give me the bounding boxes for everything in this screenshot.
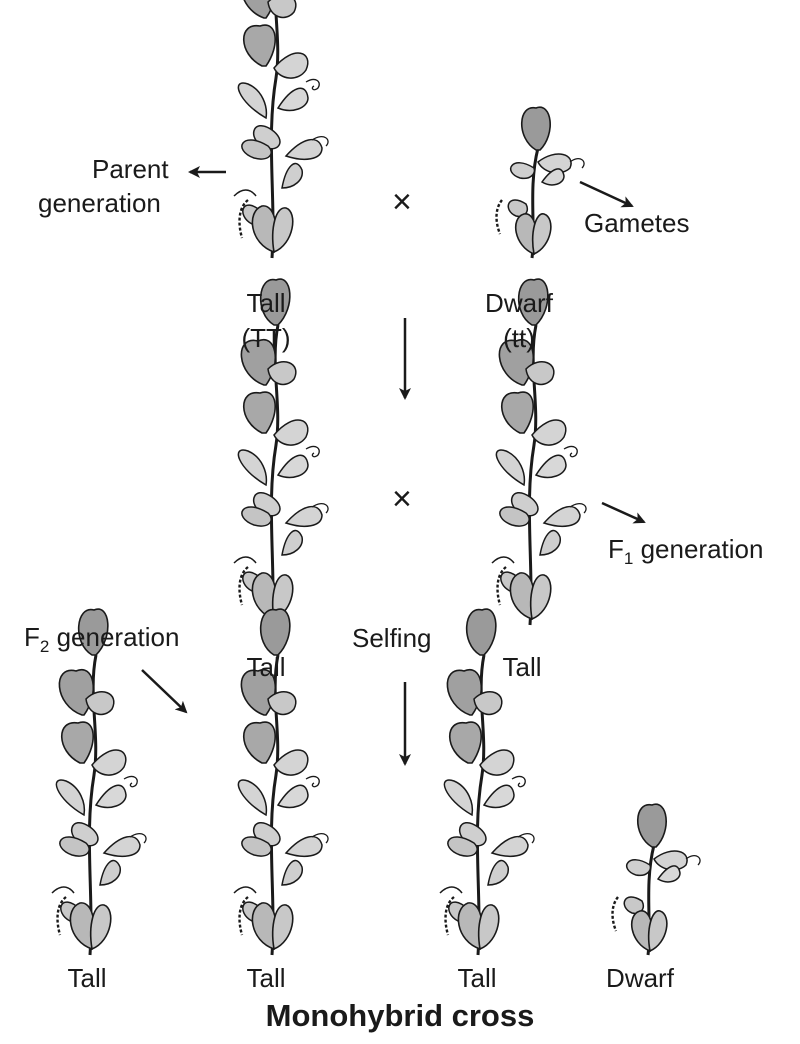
f1-plant-label-2: Tall [502,652,542,682]
parent-dwarf-phenotype: Dwarf [485,288,553,318]
selfing-label: Selfing [352,623,432,653]
f2-plant-label-4: Dwarf [606,963,674,993]
parent-tall-genotype: (TT) [241,323,291,353]
arrow-f2-generation [141,669,188,714]
plant-parent-dwarf [495,105,586,260]
arrow-f1-generation [601,501,646,524]
parent-generation-label-line2: generation [38,188,161,218]
f2-plant-label-3: Tall [457,963,497,993]
f2-generation-label: F2 generation [24,622,180,656]
cross-symbol-f1: × [392,480,412,518]
diagram-title: Monohybrid cross [265,998,535,1033]
plant-f2-tall-1 [50,607,148,957]
f1-plant-label-1: Tall [246,652,286,682]
f2-plant-label-2: Tall [246,963,286,993]
parent-tall-phenotype: Tall [246,288,286,318]
parent-dwarf-genotype: (tt) [503,323,535,353]
plant-parent-tall [232,0,330,260]
f2-plant-label-1: Tall [67,963,107,993]
arrow-gametes [579,180,634,208]
f1-generation-label: F1 generation [608,534,764,568]
cross-symbol-parents: × [392,183,412,221]
gametes-label: Gametes [584,208,690,238]
parent-generation-label-line1: Parent [92,154,169,184]
plant-f2-dwarf [611,802,702,957]
